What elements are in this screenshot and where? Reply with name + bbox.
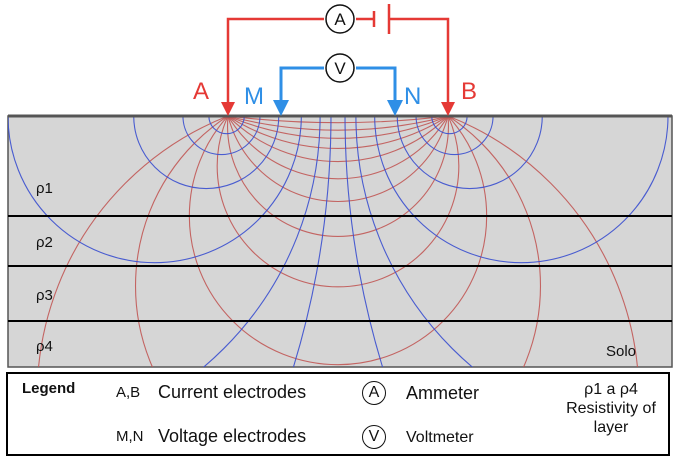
legend-box: Legend A,B Current electrodes M,N Voltag… xyxy=(6,372,670,456)
current-flow-line xyxy=(216,116,460,288)
legend-voltmeter-icon: V xyxy=(362,425,386,449)
layer-label-rho4: ρ4 xyxy=(36,338,53,355)
layer-label-rho2: ρ2 xyxy=(36,234,53,251)
current-flow-line xyxy=(227,116,449,203)
legend-desc-ammeter: Ammeter xyxy=(406,383,480,403)
equipotential-line xyxy=(374,116,669,264)
voltmeter-icon xyxy=(325,53,355,83)
current-flow-line xyxy=(224,116,452,123)
ammeter-icon xyxy=(325,4,355,34)
legend-ammeter-icon: A xyxy=(362,381,386,405)
electrode-m-arrow xyxy=(273,100,289,116)
equipotential-line xyxy=(182,116,261,156)
current-flow-line xyxy=(226,116,450,139)
ground-block xyxy=(7,115,673,368)
electrode-label-b: B xyxy=(461,78,477,105)
layer-label-rho3: ρ3 xyxy=(36,287,53,304)
legend-resistivity: ρ1 a ρ4 Resistivity of layer xyxy=(556,380,666,437)
electrode-label-m: M xyxy=(244,83,264,110)
current-flow-line xyxy=(227,116,449,237)
current-circuit: A xyxy=(221,4,455,116)
legend-desc-voltmeter: Voltmeter xyxy=(406,429,474,446)
voltage-wire-right xyxy=(356,66,397,102)
electrode-b-arrow xyxy=(441,102,455,116)
equipotential-line xyxy=(396,116,543,190)
electrode-label-a: A xyxy=(193,78,209,105)
voltage-wire-left xyxy=(279,66,324,102)
current-flow-line xyxy=(226,116,450,131)
legend-desc-voltage: Voltage electrodes xyxy=(158,426,307,446)
legend-desc-current: Current electrodes xyxy=(158,382,307,402)
current-flow-line xyxy=(135,116,541,367)
current-flow-line xyxy=(227,116,449,149)
equipotential-line xyxy=(8,116,302,264)
current-flow-line xyxy=(227,116,449,163)
electrode-label-n: N xyxy=(404,83,421,110)
ammeter-symbol: A xyxy=(334,10,346,29)
voltmeter-symbol: V xyxy=(334,59,346,78)
ground-label: Solo xyxy=(606,343,636,360)
legend-resistivity-layer: layer xyxy=(593,419,629,436)
resistivity-survey-diagram: ρ1 ρ2 ρ3 ρ4 Solo A V A M N B xyxy=(7,4,673,368)
legend-resistivity-range: ρ1 a ρ4 xyxy=(584,381,638,398)
equipotential-line xyxy=(415,116,494,156)
electrode-a-arrow xyxy=(221,102,235,116)
equipotential-line xyxy=(133,116,280,190)
current-wire xyxy=(226,17,324,104)
electrode-n-arrow xyxy=(387,100,403,116)
current-wire-battery xyxy=(390,17,450,104)
voltage-circuit: V xyxy=(273,53,403,116)
layer-label-rho1: ρ1 xyxy=(36,180,53,197)
legend-title: Legend xyxy=(22,380,76,397)
legend-resistivity-text: Resistivity of xyxy=(566,400,656,417)
legend-key-voltage: M,N xyxy=(116,428,144,445)
legend-key-current: A,B xyxy=(116,384,141,401)
current-flow-line xyxy=(227,116,449,180)
